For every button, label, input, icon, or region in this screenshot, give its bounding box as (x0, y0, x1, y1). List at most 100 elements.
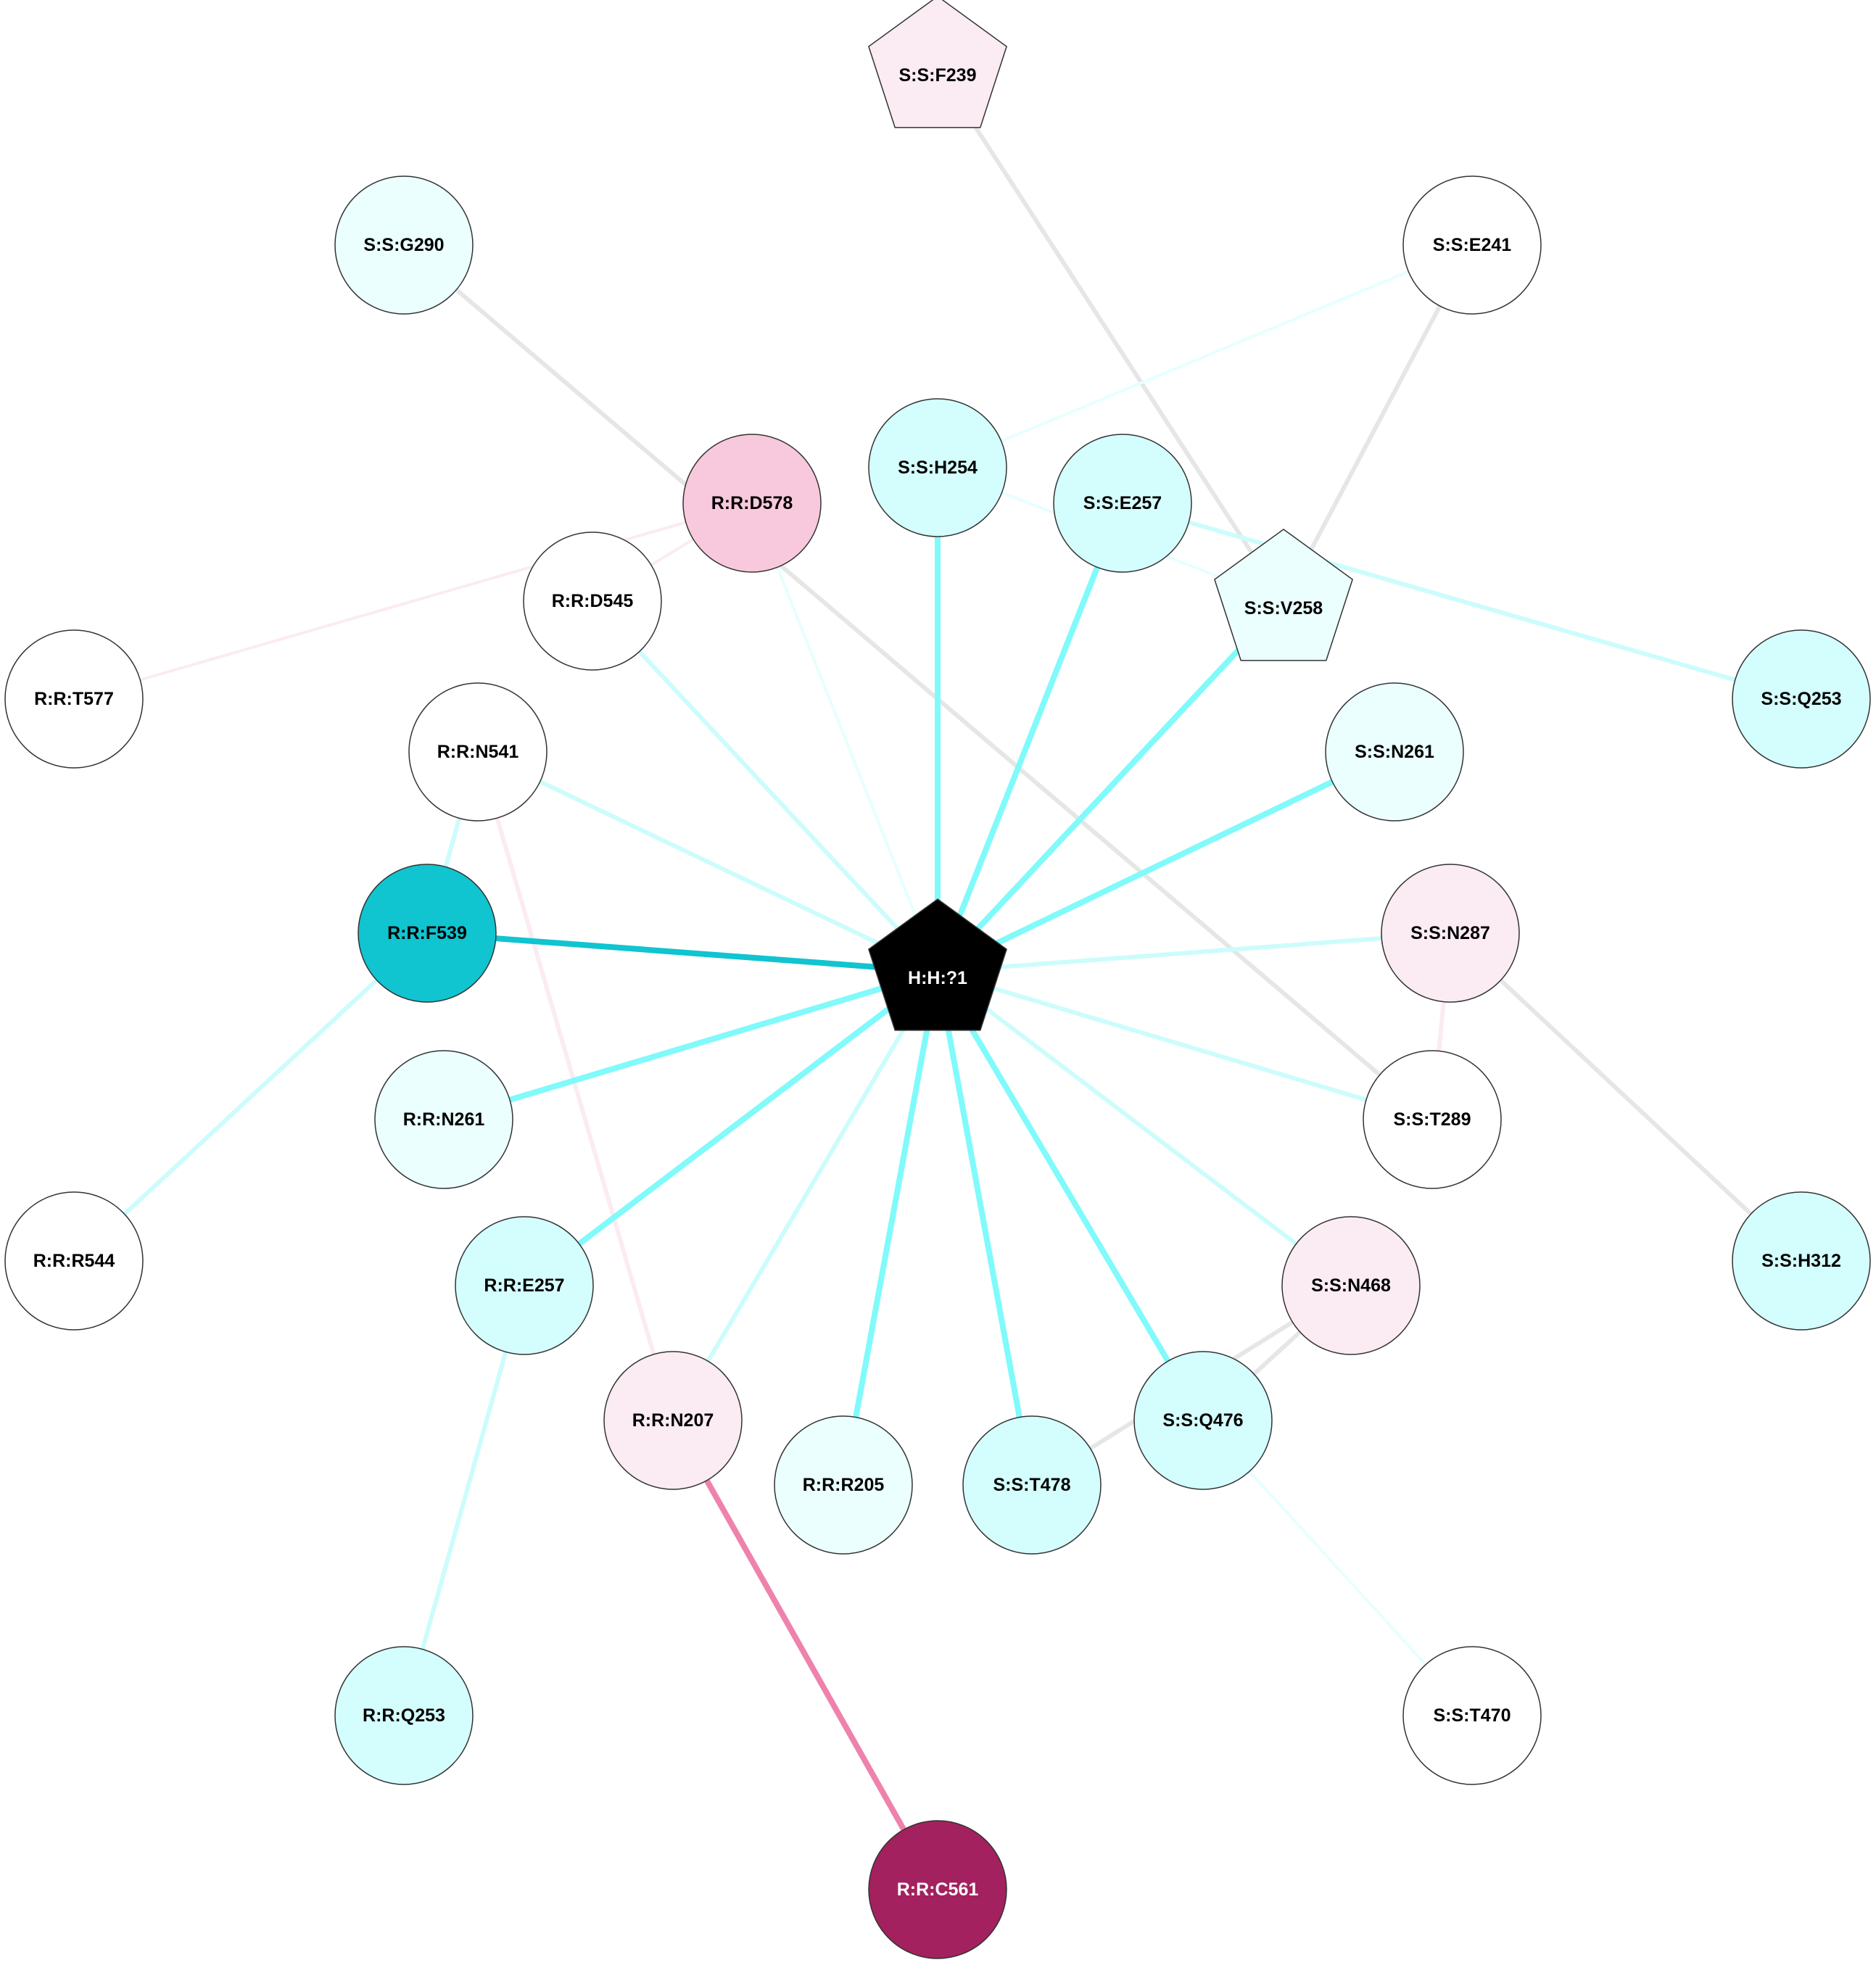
node-pentagon-shape (1214, 529, 1353, 661)
node-circle-shape (962, 1415, 1102, 1555)
edge-r-r-e257-to-r-r-q253 (402, 1285, 526, 1716)
edge-s-s-g290-to-s-s-t289 (402, 243, 1434, 1122)
node-circle-shape (1325, 682, 1464, 822)
node-label: S:S:G290 (363, 235, 444, 255)
node-label: S:S:E257 (1083, 493, 1162, 513)
node-circle-shape (1053, 434, 1192, 573)
node-label: R:R:Q253 (363, 1705, 445, 1726)
node-label: R:R:F539 (387, 923, 467, 943)
node-label: S:S:T478 (993, 1475, 1071, 1495)
edge-s-s-t478-to-h-h-1 (935, 971, 1035, 1486)
node-r-r-c561[interactable]: R:R:C561 (868, 1820, 1007, 1959)
node-r-r-e257[interactable]: R:R:E257 (455, 1216, 594, 1355)
node-h-h-1[interactable]: H:H:?1 (868, 898, 1007, 1031)
node-label: R:R:N207 (632, 1410, 714, 1431)
node-label: S:S:N468 (1311, 1275, 1391, 1296)
node-circle-shape (1402, 1646, 1542, 1785)
node-s-s-g290[interactable]: S:S:G290 (334, 175, 474, 315)
edge-r-r-f539-to-r-r-r544 (72, 931, 429, 1263)
node-s-s-e241[interactable]: S:S:E241 (1402, 175, 1542, 315)
node-s-s-t470[interactable]: S:S:T470 (1402, 1646, 1542, 1785)
node-pentagon-shape (868, 0, 1007, 128)
node-label: S:S:F239 (899, 65, 977, 86)
node-circle-shape (603, 1351, 743, 1490)
node-s-s-e257[interactable]: S:S:E257 (1053, 434, 1192, 573)
node-circle-shape (374, 1050, 513, 1189)
node-circle-shape (682, 434, 822, 573)
node-label: S:S:T289 (1394, 1109, 1471, 1130)
node-circle-shape (774, 1415, 913, 1555)
node-label: S:S:H312 (1761, 1251, 1841, 1271)
node-label: S:S:E241 (1433, 235, 1511, 255)
node-s-s-f239[interactable]: S:S:F239 (868, 0, 1007, 128)
node-r-r-d545[interactable]: R:R:D545 (523, 531, 662, 671)
node-circle-shape (334, 1646, 474, 1785)
node-label: H:H:?1 (908, 968, 967, 988)
edge-r-r-f539-to-h-h-1 (426, 930, 938, 975)
node-s-s-h254[interactable]: S:S:H254 (868, 398, 1007, 537)
node-r-r-q253[interactable]: R:R:Q253 (334, 1646, 474, 1785)
node-label: S:S:T470 (1434, 1705, 1511, 1726)
node-circle-shape (868, 398, 1007, 537)
node-label: S:S:Q476 (1162, 1410, 1243, 1431)
node-circle-shape (4, 1191, 144, 1331)
node-label: S:S:H254 (898, 458, 978, 478)
node-r-r-n261[interactable]: R:R:N261 (374, 1050, 513, 1189)
node-circle-shape (408, 682, 547, 822)
node-circle-shape (358, 864, 497, 1003)
node-circle-shape (1133, 1351, 1273, 1490)
node-r-r-n541[interactable]: R:R:N541 (408, 682, 547, 822)
node-r-r-t577[interactable]: R:R:T577 (4, 629, 144, 769)
node-s-s-t289[interactable]: S:S:T289 (1363, 1050, 1502, 1189)
node-circle-shape (1732, 629, 1871, 769)
node-r-r-n207[interactable]: R:R:N207 (603, 1351, 743, 1490)
node-label: R:R:R205 (803, 1475, 885, 1495)
node-circle-shape (334, 175, 474, 315)
edge-r-r-n261-to-h-h-1 (442, 969, 939, 1122)
node-s-s-n287[interactable]: S:S:N287 (1381, 864, 1520, 1003)
node-label: R:R:R544 (33, 1251, 115, 1271)
edge-r-r-n207-to-r-r-c561 (670, 1419, 941, 1891)
edge-r-r-e257-to-h-h-1 (522, 969, 940, 1288)
node-label: R:R:T577 (34, 689, 114, 709)
node-circle-shape (1363, 1050, 1502, 1189)
node-label: S:S:Q253 (1761, 689, 1841, 709)
node-r-r-d578[interactable]: R:R:D578 (682, 434, 822, 573)
node-label: R:R:D578 (711, 493, 793, 513)
node-label: S:S:V258 (1244, 598, 1323, 619)
edge-s-s-t289-to-h-h-1 (937, 969, 1433, 1122)
edge-s-s-e257-to-s-s-q253 (1122, 501, 1802, 701)
edge-r-r-r205-to-h-h-1 (840, 971, 941, 1486)
node-circle-shape (455, 1216, 594, 1355)
node-s-s-t478[interactable]: S:S:T478 (962, 1415, 1102, 1555)
edge-s-s-e241-to-s-s-h254 (937, 244, 1473, 469)
node-circle-shape (523, 531, 662, 671)
edge-s-s-f239-to-s-s-v258 (935, 67, 1286, 603)
edge-s-s-n468-to-h-h-1 (936, 969, 1352, 1288)
node-r-r-r205[interactable]: R:R:R205 (774, 1415, 913, 1555)
edge-s-s-n261-to-h-h-1 (936, 749, 1396, 975)
node-s-s-h312[interactable]: S:S:H312 (1732, 1191, 1871, 1331)
node-circle-shape (4, 629, 144, 769)
edge-s-s-q476-to-h-h-1 (935, 969, 1206, 1423)
node-s-s-n468[interactable]: S:S:N468 (1281, 1216, 1421, 1355)
node-s-s-q253[interactable]: S:S:Q253 (1732, 629, 1871, 769)
node-s-s-n261[interactable]: S:S:N261 (1325, 682, 1464, 822)
node-pentagon-shape (868, 898, 1007, 1031)
edge-r-r-n541-to-h-h-1 (476, 750, 939, 974)
node-circle-shape (868, 1820, 1007, 1959)
node-r-r-f539[interactable]: R:R:F539 (358, 864, 497, 1003)
node-label: R:R:N261 (403, 1109, 485, 1130)
node-label: R:R:N541 (437, 742, 519, 762)
node-r-r-r544[interactable]: R:R:R544 (4, 1191, 144, 1331)
node-circle-shape (1381, 864, 1520, 1003)
edge-r-r-d545-to-h-h-1 (590, 599, 940, 974)
node-s-s-v258[interactable]: S:S:V258 (1214, 529, 1353, 661)
node-label: R:R:E257 (484, 1275, 564, 1296)
node-circle-shape (1402, 175, 1542, 315)
edge-r-r-n541-to-r-r-n207 (476, 751, 675, 1421)
node-s-s-q476[interactable]: S:S:Q476 (1133, 1351, 1273, 1490)
edge-r-r-n207-to-h-h-1 (671, 970, 940, 1422)
